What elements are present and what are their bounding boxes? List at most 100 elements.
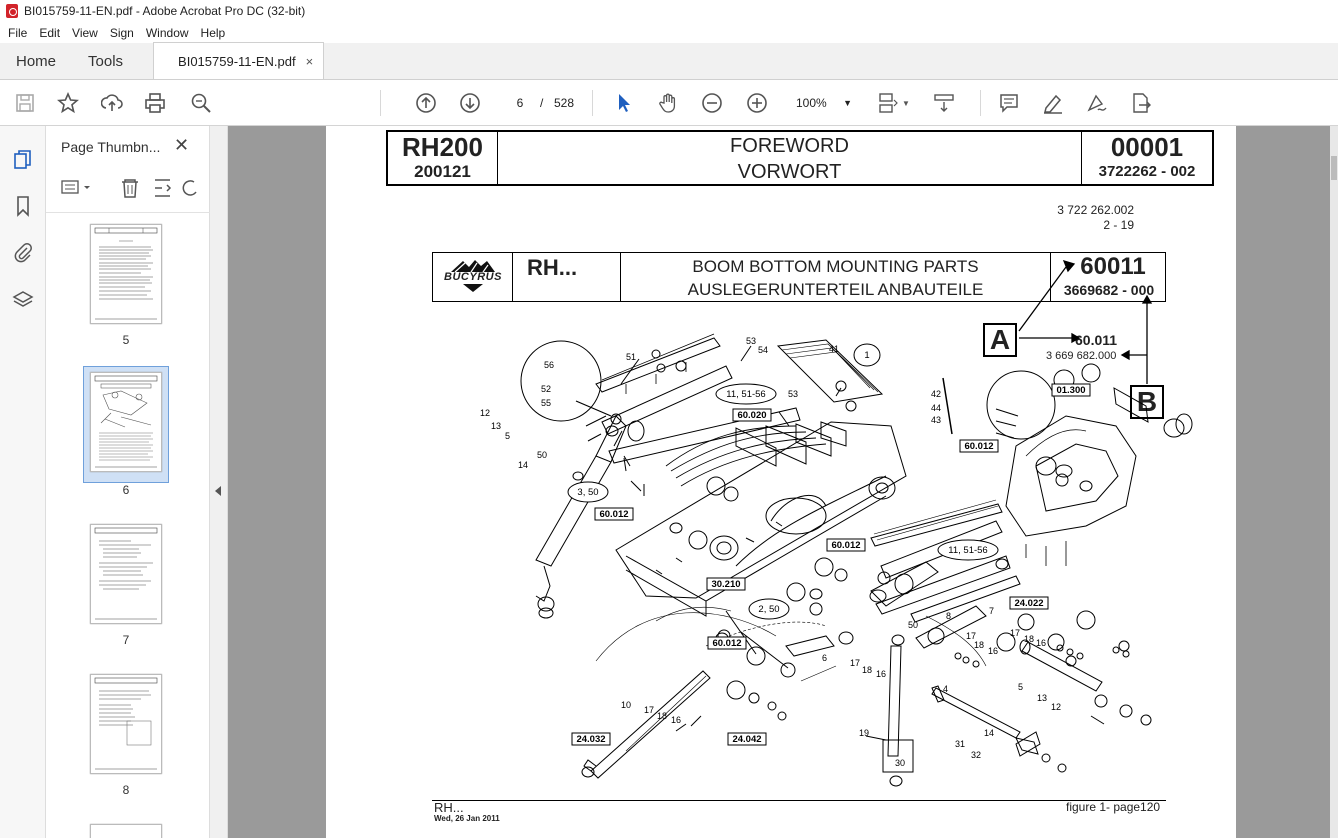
callout-50r: 50: [908, 620, 918, 630]
viewer-scroll-thumb[interactable]: [1331, 156, 1337, 180]
menu-window[interactable]: Window: [145, 25, 189, 40]
bucyrus-logo: BUCYRUS: [433, 253, 513, 301]
fit-page-icon[interactable]: [876, 91, 900, 115]
pdf-page: RH200 200121 FOREWORD VORWORT 00001 3722…: [326, 126, 1236, 838]
viewer-scrollbar[interactable]: [1330, 126, 1338, 838]
ref-box-24032: 24.032: [576, 734, 605, 745]
comment-icon[interactable]: [997, 91, 1021, 115]
thumbnail-panel: Page Thumbn... ✕: [46, 126, 248, 838]
callout-18c: 18: [862, 665, 872, 675]
scroll-mode-icon[interactable]: [932, 91, 956, 115]
thumbnail-page-8[interactable]: [90, 674, 162, 774]
delete-page-icon[interactable]: [122, 179, 138, 198]
zoom-value: 100%: [796, 96, 827, 110]
header-model-cell: RH200 200121: [388, 132, 498, 184]
zoom-search-icon[interactable]: [189, 91, 213, 115]
thumbnail-page-5[interactable]: [90, 224, 162, 324]
ref-box-60012d: 60.012: [712, 638, 741, 649]
rotate-page-icon[interactable]: [182, 180, 197, 196]
print-icon[interactable]: [143, 91, 167, 115]
page-thumbnails-icon[interactable]: [11, 148, 35, 172]
callout-13: 13: [491, 421, 501, 431]
ref-line-1: 3 722 262.002: [1057, 203, 1134, 217]
callout-16c: 16: [876, 669, 886, 679]
layers-icon[interactable]: [11, 288, 35, 312]
thumbnail-options-icon[interactable]: [61, 180, 90, 194]
upload-icon[interactable]: [100, 91, 124, 115]
attachment-icon[interactable]: [11, 240, 35, 264]
exploded-parts-drawing: 51 53 54 53 41 56 52 55 12 13 5 14 50 42…: [480, 259, 1193, 787]
toolbar-divider: [380, 90, 381, 116]
figure-number-cell: 60011 3669682 - 000: [1051, 253, 1167, 301]
callout-16d: 16: [671, 715, 681, 725]
tab-document[interactable]: BI015759-11-EN.pdf ×: [153, 42, 325, 79]
header-part-no: 3722262 - 002: [1098, 163, 1196, 180]
callout-6: 6: [822, 653, 827, 663]
callout-group-2-50: 2, 50: [758, 604, 779, 615]
header-number-cell: 00001 3722262 - 002: [1082, 132, 1212, 184]
callout-17c: 17: [850, 658, 860, 668]
tab-close-icon[interactable]: ×: [305, 53, 314, 69]
panel-collapse[interactable]: [210, 126, 228, 838]
export-icon[interactable]: [1129, 91, 1153, 115]
figure-header: BUCYRUS RH... BOOM BOTTOM MOUNTING PARTS…: [432, 252, 1166, 302]
sign-icon[interactable]: [1085, 91, 1109, 115]
zoom-select[interactable]: 100% ▼: [790, 92, 858, 114]
callout-group-11-51-56b: 11, 51-56: [948, 545, 987, 556]
menu-help[interactable]: Help: [200, 25, 226, 40]
bookmark-icon[interactable]: [11, 194, 35, 218]
extract-page-icon[interactable]: [155, 179, 172, 197]
figure-desc-de: AUSLEGERUNTERTEIL ANBAUTEILE: [687, 280, 984, 299]
header-number: 00001: [1110, 132, 1184, 162]
page-up-icon[interactable]: [414, 91, 438, 115]
chevron-down-icon[interactable]: ▼: [902, 99, 910, 108]
thumbnail-label: 5: [122, 333, 130, 347]
ref-box-30210: 30.210: [711, 579, 740, 590]
ref-box-60012a: 60.012: [964, 441, 993, 452]
header-title-de: VORWORT: [737, 161, 842, 183]
callout-55: 55: [541, 398, 551, 408]
figure-description: BOOM BOTTOM MOUNTING PARTS AUSLEGERUNTER…: [621, 253, 1051, 301]
close-icon[interactable]: ✕: [174, 135, 190, 155]
save-icon[interactable]: [13, 91, 37, 115]
menu-sign[interactable]: Sign: [109, 25, 134, 40]
ref-box-60020: 60.020: [737, 410, 766, 421]
callout-12r: 12: [1051, 702, 1061, 712]
tab-tools[interactable]: Tools: [88, 52, 124, 70]
footer-model: RH...: [434, 800, 464, 815]
menu-view[interactable]: View: [72, 25, 98, 40]
highlight-icon[interactable]: [1041, 91, 1065, 115]
page-number-input[interactable]: 6: [503, 91, 537, 115]
zoom-out-icon[interactable]: [700, 91, 724, 115]
annotation-a: A: [983, 323, 1017, 357]
callout-42: 42: [931, 389, 941, 399]
tab-home[interactable]: Home: [16, 52, 57, 70]
thumbnail-page-6[interactable]: [90, 372, 162, 472]
menu-edit[interactable]: Edit: [39, 25, 61, 40]
thumbnail-page-9[interactable]: [90, 824, 162, 838]
window-title: BI015759-11-EN.pdf - Adobe Acrobat Pro D…: [24, 4, 306, 18]
page-down-icon[interactable]: [458, 91, 482, 115]
tab-bar: Home Tools BI015759-11-EN.pdf ×: [0, 42, 1338, 80]
ref-box-01300: 01.300: [1056, 385, 1085, 396]
callout-17a: 17: [966, 631, 976, 641]
thumbnail-page-7[interactable]: [90, 524, 162, 624]
zoom-in-icon[interactable]: [745, 91, 769, 115]
header-title-cell: FOREWORD VORWORT: [498, 132, 1082, 184]
left-rail: [0, 126, 46, 838]
callout-12: 12: [480, 408, 490, 418]
hand-icon[interactable]: [656, 91, 680, 115]
ref-box-60012c: 60.012: [831, 540, 860, 551]
menu-file[interactable]: File: [8, 25, 28, 40]
callout-16a: 16: [988, 646, 998, 656]
toolbar: [0, 80, 1338, 126]
collapse-arrow-icon[interactable]: [215, 486, 221, 496]
thumbnail-label: 8: [122, 783, 130, 797]
panel-divider: [46, 212, 210, 213]
select-arrow-icon[interactable]: [612, 91, 636, 115]
bookmark-star-icon[interactable]: [56, 91, 80, 115]
toolbar-divider: [980, 90, 981, 116]
panel-tools: [60, 176, 200, 200]
document-viewer[interactable]: RH200 200121 FOREWORD VORWORT 00001 3722…: [228, 126, 1338, 838]
ref-box-24042: 24.042: [732, 734, 761, 745]
